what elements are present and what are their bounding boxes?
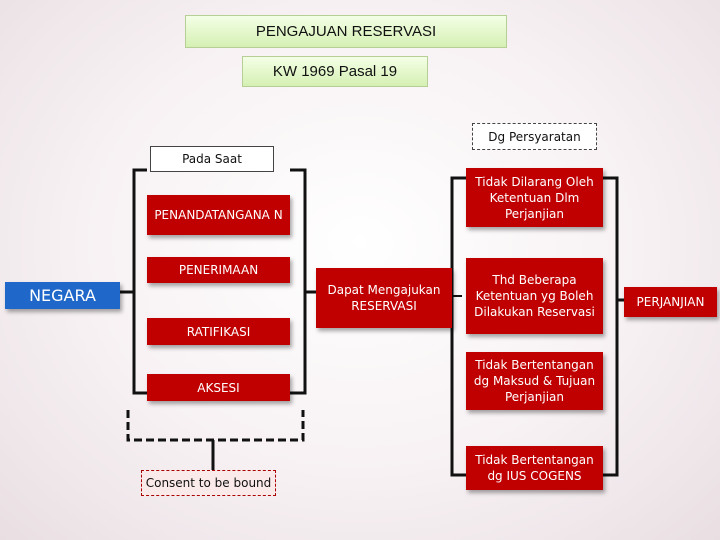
title-box: PENGAJUAN RESERVASI [185,15,507,48]
subtitle-box: KW 1969 Pasal 19 [242,56,428,87]
requirement-box-3: Tidak Bertentangan dg IUS COGENS [466,446,603,490]
requirement-box-0: Tidak Dilarang Oleh Ketentuan Dlm Perjan… [466,168,603,227]
requirement-box-2: Tidak Bertentangan dg Maksud & Tujuan Pe… [466,352,603,410]
consent-box: Consent to be bound [141,470,276,496]
target-box: PERJANJIAN [624,287,717,317]
consent-dashed-bracket [126,410,305,442]
left-bracket [132,168,147,395]
requirements-bracket-left [450,176,466,477]
act-box-0: PENANDATANGANA N [147,195,290,235]
time-label-box: Pada Saat [150,146,274,172]
act-box-1: PENERIMAAN [147,257,290,283]
condition-label-box: Dg Persyaratan [472,123,597,150]
requirement-box-1: Thd Beberapa Ketentuan yg Boleh Dilakuka… [466,258,603,334]
acts-bracket [290,168,307,395]
requirements-bracket-right [603,176,619,477]
actor-box: NEGARA [5,282,120,309]
action-box: Dapat Mengajukan RESERVASI [316,268,452,328]
act-box-3: AKSESI [147,374,290,401]
act-box-2: RATIFIKASI [147,318,290,345]
